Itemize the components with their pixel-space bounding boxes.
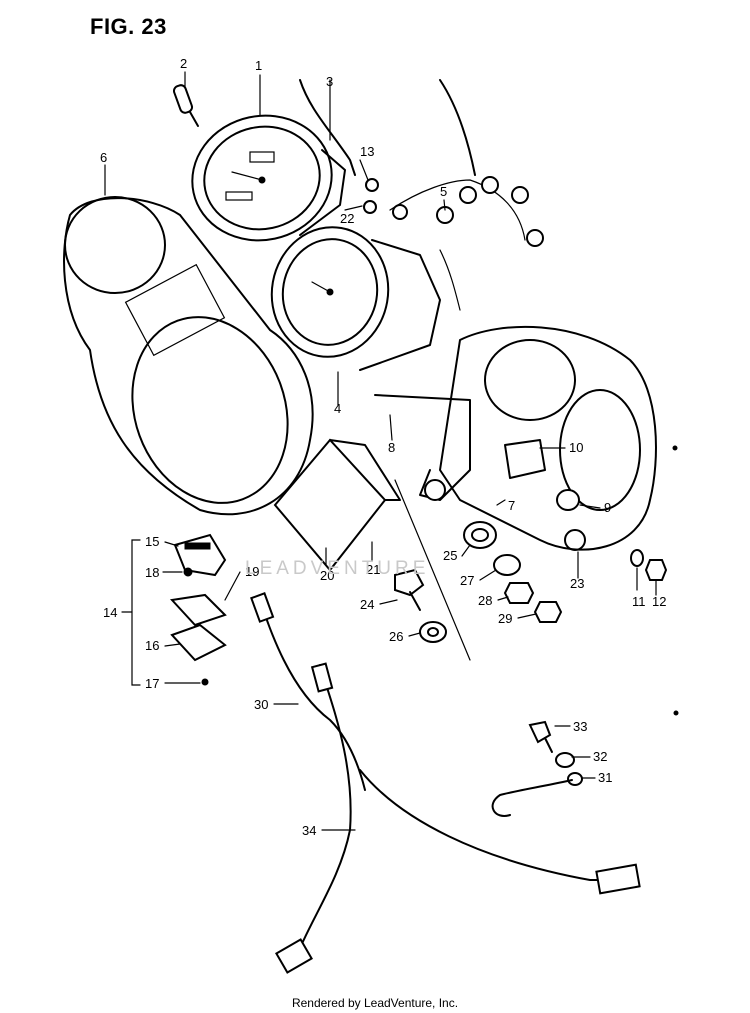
- callout-22: 22: [340, 211, 354, 226]
- speck: [673, 710, 679, 716]
- callout-30: 30: [254, 697, 268, 712]
- callout-3: 3: [326, 74, 333, 89]
- bolt-part: [394, 568, 425, 611]
- screw-part: [363, 200, 377, 214]
- callout-34: 34: [302, 823, 316, 838]
- callout-14: 14: [103, 605, 117, 620]
- callout-2: 2: [180, 56, 187, 71]
- callout-11: 11: [632, 594, 646, 609]
- callout-19: 19: [245, 564, 259, 579]
- callout-31: 31: [598, 770, 612, 785]
- speedometer-part: [191, 114, 346, 242]
- callout-13: 13: [360, 144, 374, 159]
- meter-case-part: [63, 196, 314, 516]
- callout-33: 33: [573, 719, 587, 734]
- callout-28: 28: [478, 593, 492, 608]
- indicator-panel-part: [273, 438, 401, 572]
- callout-numbers: 1 2 3 4 5 6 7 8 9 10 11 12 13 14 15 16 1…: [100, 56, 666, 838]
- callout-4: 4: [334, 401, 341, 416]
- callout-23: 23: [570, 576, 584, 591]
- callout-21: 21: [366, 562, 380, 577]
- callout-24: 24: [360, 597, 374, 612]
- callout-18: 18: [145, 565, 159, 580]
- callout-10: 10: [569, 440, 583, 455]
- callout-5: 5: [440, 184, 447, 199]
- bracket-part: [374, 394, 471, 501]
- tachometer-part: [270, 226, 441, 371]
- callout-27: 27: [460, 573, 474, 588]
- callout-20: 20: [320, 568, 334, 583]
- speck: [672, 445, 678, 451]
- switch-assembly-part: [121, 533, 227, 686]
- callout-29: 29: [498, 611, 512, 626]
- meter-cables-part: [250, 592, 641, 974]
- callout-12: 12: [652, 594, 666, 609]
- grommets-nuts-washers: [419, 489, 668, 643]
- bulb-harness-part: [389, 79, 544, 311]
- callout-26: 26: [389, 629, 403, 644]
- assembly-line: [394, 479, 471, 661]
- callout-17: 17: [145, 676, 159, 691]
- lower-case-part: [439, 325, 657, 551]
- callout-32: 32: [593, 749, 607, 764]
- callout-7: 7: [508, 498, 515, 513]
- callout-8: 8: [388, 440, 395, 455]
- callout-6: 6: [100, 150, 107, 165]
- callout-1: 1: [255, 58, 262, 73]
- leader-lines: [104, 71, 657, 831]
- callout-15: 15: [145, 534, 159, 549]
- screw-part: [365, 178, 379, 192]
- bulb-part: [172, 84, 199, 127]
- callout-16: 16: [145, 638, 159, 653]
- footer-credit: Rendered by LeadVenture, Inc.: [291, 996, 459, 1010]
- bracket-hole: [424, 479, 446, 501]
- cable-clamp-part: [491, 720, 583, 817]
- watermark-text: LEADVENTURE: [245, 558, 430, 579]
- cable-lead-part: [299, 79, 356, 176]
- holder-part: [504, 439, 546, 479]
- callout-9: 9: [604, 500, 611, 515]
- figure-title: FIG. 23: [90, 14, 167, 39]
- callout-25: 25: [443, 548, 457, 563]
